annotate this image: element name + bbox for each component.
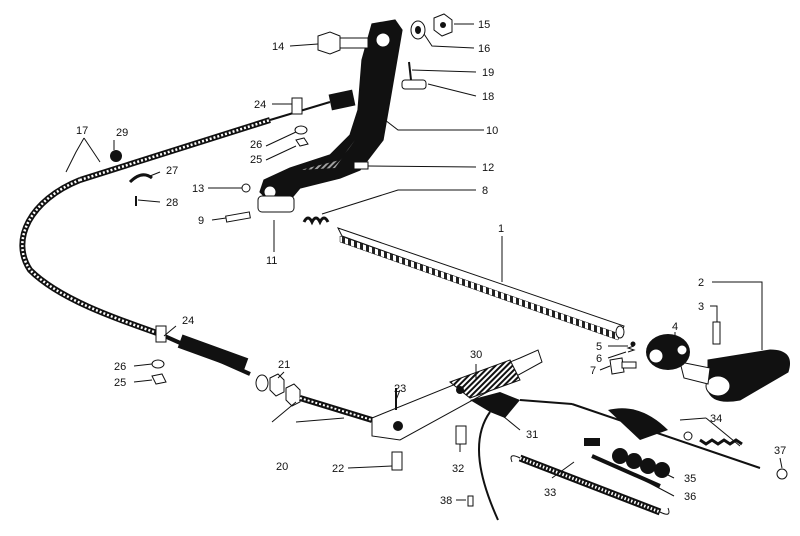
return-spring (302, 216, 330, 226)
callout-15: 15 (478, 19, 490, 31)
clevis-pin (401, 61, 427, 90)
callout-33: 33 (544, 487, 556, 499)
callout-3: 3 (698, 301, 704, 313)
callout-16: 16 (478, 43, 490, 55)
callout-11: 11 (266, 255, 277, 267)
callout-21: 21 (278, 359, 290, 371)
callout-26b: 26 (114, 361, 126, 373)
ratchet-rod (337, 227, 625, 341)
callout-35: 35 (684, 473, 696, 485)
callout-37: 37 (774, 445, 786, 457)
pivot-nut (433, 13, 453, 37)
grip-block (646, 334, 690, 370)
callout-31: 31 (526, 429, 538, 441)
adjuster-nuts (269, 373, 301, 407)
callouts: 1 2 3 4 5 6 7 8 9 10 11 12 13 14 15 16 1… (76, 19, 786, 507)
callout-20: 20 (276, 461, 288, 473)
callout-19: 19 (482, 67, 494, 79)
callout-2: 2 (698, 277, 704, 289)
pivot-bolt (317, 31, 369, 55)
callout-30: 30 (470, 349, 482, 361)
end-clip (776, 468, 788, 480)
callout-27: 27 (166, 165, 178, 177)
callout-28: 28 (166, 197, 178, 209)
callout-4: 4 (672, 321, 678, 333)
callout-7: 7 (590, 365, 596, 377)
callout-25a: 25 (250, 154, 262, 166)
bell-crank (470, 392, 573, 521)
callout-29: 29 (116, 127, 128, 139)
cable-clip-upper (291, 97, 309, 147)
callout-12: 12 (482, 162, 494, 174)
bolts-lower (391, 388, 474, 507)
callout-9: 9 (198, 215, 204, 227)
callout-8: 8 (482, 185, 488, 197)
callout-14: 14 (272, 41, 284, 53)
cross-shaft (371, 349, 543, 441)
callout-25b: 25 (114, 377, 126, 389)
callout-13: 13 (192, 183, 204, 195)
bowden-cable (19, 89, 356, 392)
small-spring-parts (609, 341, 637, 375)
callout-6: 6 (596, 353, 602, 365)
callout-38: 38 (440, 495, 452, 507)
small-pins (225, 161, 369, 223)
callout-32: 32 (452, 463, 464, 475)
callout-26a: 26 (250, 139, 262, 151)
callout-24b: 24 (182, 315, 194, 327)
hand-grip (679, 349, 790, 402)
pedal-lever (257, 19, 403, 213)
cable-clip-lower (151, 325, 167, 385)
cable-sleeves (584, 438, 670, 478)
callout-22: 22 (332, 463, 344, 475)
small-spring (591, 454, 661, 488)
threaded-rod (299, 395, 373, 423)
pivot-washer (410, 20, 426, 40)
leader-lines (65, 23, 783, 501)
pull-off-spring (510, 454, 670, 516)
grip-pin (712, 321, 721, 345)
callout-17: 17 (76, 125, 88, 137)
callout-24a: 24 (254, 99, 266, 111)
callout-10: 10 (486, 125, 498, 137)
callout-5: 5 (596, 341, 602, 353)
rear-cable (571, 403, 761, 469)
callout-1: 1 (498, 223, 504, 235)
callout-34: 34 (710, 413, 722, 425)
cable-bracket (110, 150, 153, 206)
callout-23: 23 (394, 383, 406, 395)
callout-18: 18 (482, 91, 494, 103)
callout-36: 36 (684, 491, 696, 503)
